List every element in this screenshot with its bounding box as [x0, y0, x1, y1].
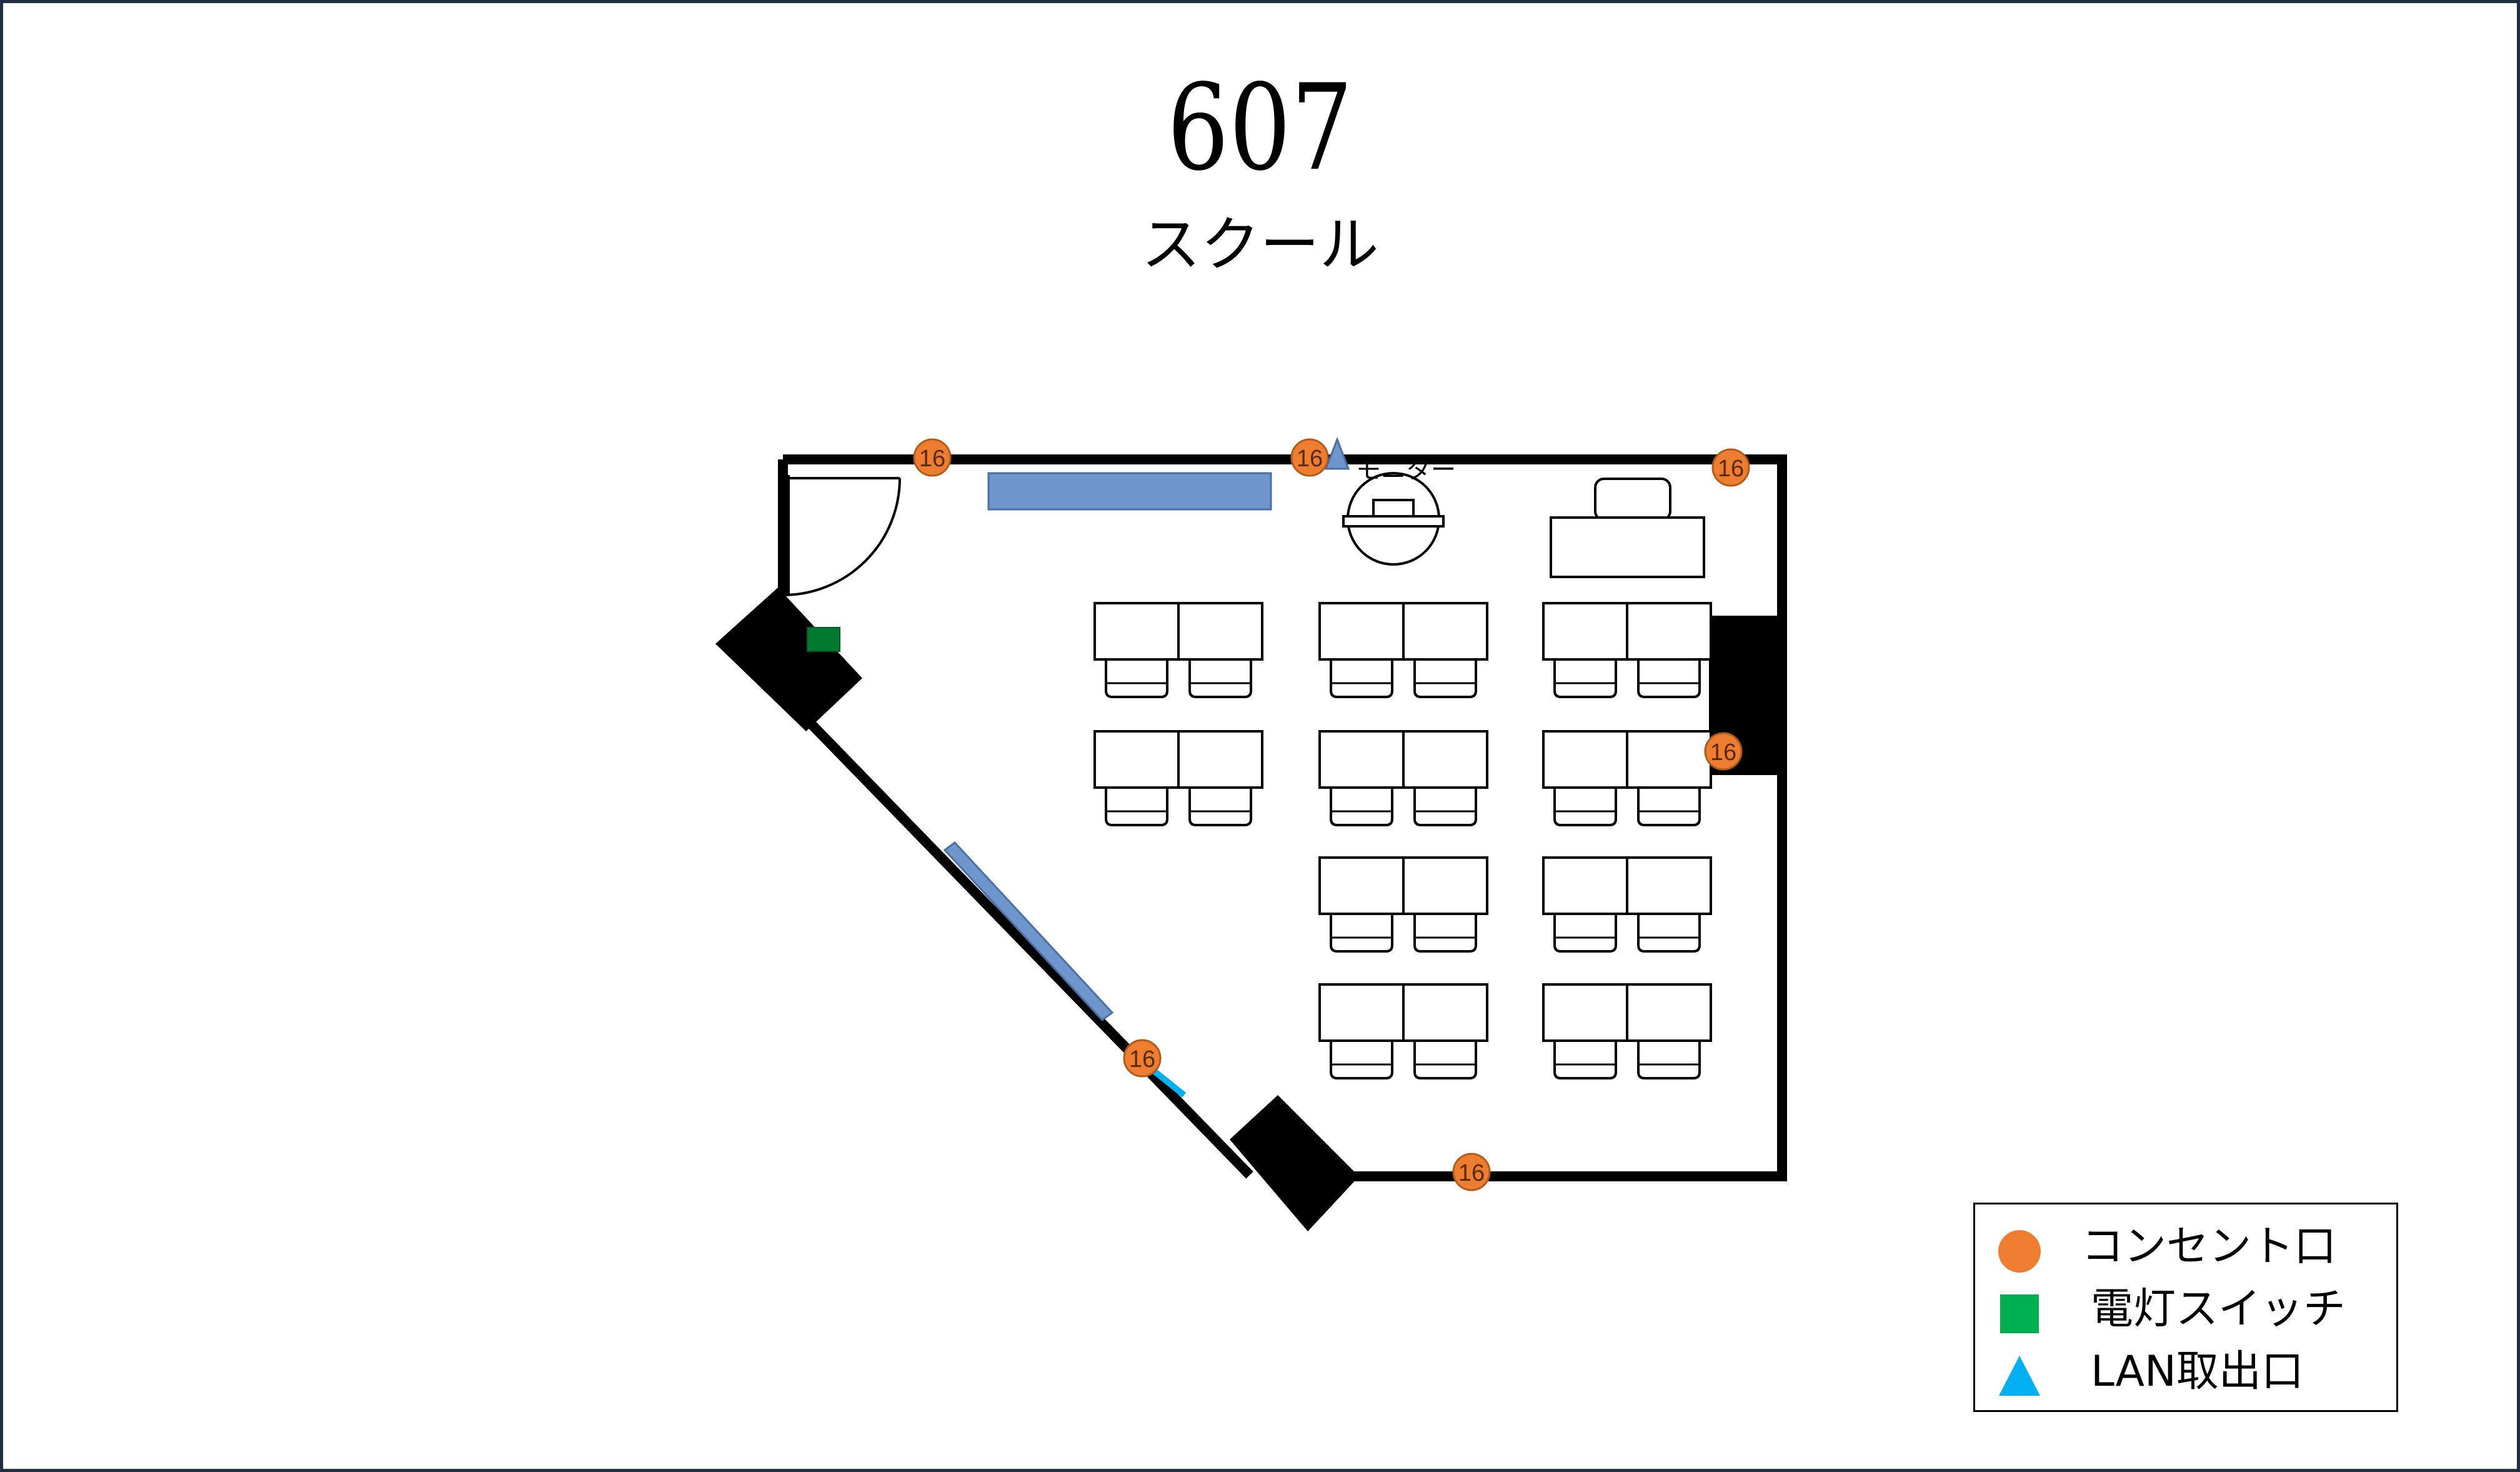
desk — [1542, 983, 1628, 1042]
desk — [1626, 730, 1712, 789]
room-number-title: 607 — [1167, 59, 1353, 197]
chair — [1637, 659, 1701, 698]
wall-diagonal — [809, 721, 1253, 1179]
wall-outline — [783, 454, 1787, 1181]
chair — [1330, 788, 1393, 826]
outlet-icon: 16 — [913, 438, 952, 477]
chair — [1637, 788, 1701, 826]
chair — [1413, 1041, 1477, 1079]
chair — [1188, 659, 1252, 698]
outlet-amp-label: 16 — [1458, 1160, 1485, 1186]
desk — [1626, 602, 1712, 661]
door-swing-arc — [782, 478, 901, 596]
pillar-bottom — [1230, 1095, 1359, 1231]
chair — [1330, 914, 1393, 953]
lectern — [1550, 478, 1705, 578]
outlet-amp-label: 16 — [1129, 1046, 1155, 1073]
legend-label-switch: 電灯スイッチ — [2091, 1284, 2346, 1334]
outlet-icon: 16 — [1123, 1039, 1162, 1078]
desk — [1626, 856, 1712, 915]
room-walls — [778, 454, 1787, 1181]
monitor-body — [1372, 499, 1415, 518]
legend-item-lan: LAN取出口 — [1975, 1343, 2400, 1406]
layout-type-subtitle: スクール — [1141, 211, 1379, 279]
pillar-left — [715, 588, 862, 731]
desk — [1318, 983, 1405, 1042]
desk — [1626, 983, 1712, 1042]
lectern-chair — [1594, 478, 1671, 521]
desk — [1542, 602, 1628, 661]
desk — [1177, 602, 1263, 661]
legend-item-switch: 電灯スイッチ — [1975, 1281, 2400, 1343]
chair — [1105, 788, 1168, 826]
lan-strip — [1147, 1065, 1187, 1098]
desk — [1402, 730, 1488, 789]
whiteboard-diagonal — [943, 841, 1114, 1022]
desk — [1402, 602, 1488, 661]
chair — [1637, 1041, 1701, 1079]
lectern-desk — [1550, 516, 1705, 578]
chair — [1330, 1041, 1393, 1079]
whiteboard-top — [987, 472, 1272, 511]
outlet-icon: 16 — [1704, 732, 1743, 771]
outlet-circle-icon — [1998, 1230, 2041, 1273]
legend-item-outlet: コンセント口 — [1975, 1218, 2400, 1281]
chair — [1330, 659, 1393, 698]
power-outlets: 16 16 16 16 16 16 — [913, 438, 1750, 1191]
outlet-amp-label: 16 — [1297, 446, 1323, 472]
desk — [1318, 856, 1405, 915]
desk — [1542, 730, 1628, 789]
desk — [1402, 983, 1488, 1042]
monitor-label: モニター — [1356, 456, 1456, 484]
student-desks — [1093, 602, 1712, 1079]
outlet-icon: 16 — [1711, 448, 1750, 487]
desk — [1318, 602, 1405, 661]
desk — [1093, 730, 1180, 789]
monitor — [1342, 472, 1445, 566]
outlet-amp-label: 16 — [1718, 456, 1744, 482]
chair — [1637, 914, 1701, 953]
monitor-screen — [1342, 515, 1445, 528]
chair — [1188, 788, 1252, 826]
outlet-icon: 16 — [1290, 438, 1329, 477]
lan-outlet-icon — [1324, 436, 1350, 470]
outlet-amp-label: 16 — [1710, 739, 1736, 766]
legend-label-lan: LAN取出口 — [2091, 1347, 2304, 1396]
switch-square-icon — [2000, 1294, 2039, 1333]
chair — [1413, 659, 1477, 698]
chair — [1553, 1041, 1617, 1079]
legend-label-outlet: コンセント口 — [2081, 1222, 2337, 1271]
desk — [1402, 856, 1488, 915]
legend: コンセント口 電灯スイッチ LAN取出口 — [1973, 1203, 2398, 1412]
chair — [1553, 659, 1617, 698]
light-switch — [807, 627, 840, 652]
chair — [1413, 788, 1477, 826]
chair — [1413, 914, 1477, 953]
desk — [1093, 602, 1180, 661]
chair — [1553, 914, 1617, 953]
chair — [1105, 659, 1168, 698]
lan-triangle-icon — [1999, 1356, 2040, 1396]
door — [782, 475, 901, 596]
outlet-amp-label: 16 — [919, 446, 945, 472]
chair — [1553, 788, 1617, 826]
desk — [1177, 730, 1263, 789]
desk — [1318, 730, 1405, 789]
desk — [1542, 856, 1628, 915]
outlet-icon: 16 — [1452, 1153, 1491, 1191]
